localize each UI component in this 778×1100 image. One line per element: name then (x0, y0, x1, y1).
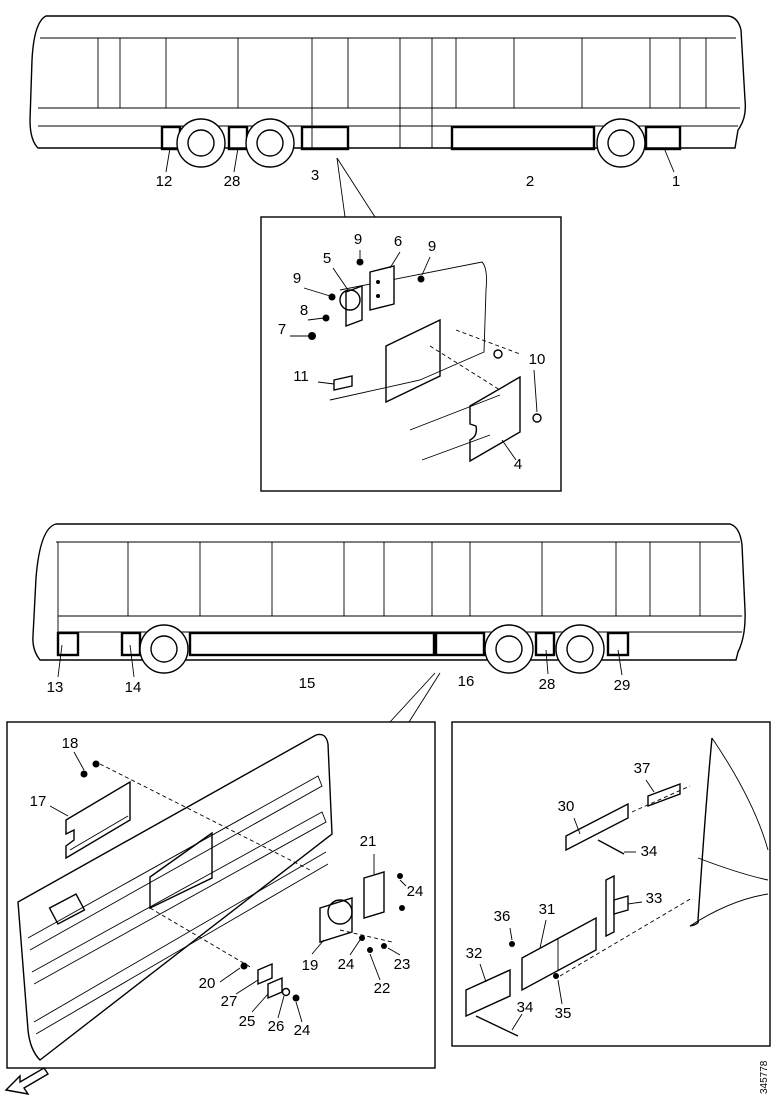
callout-c27: 27 (221, 993, 238, 1010)
callout-c28a: 28 (224, 173, 241, 190)
callout-c15: 15 (299, 675, 316, 692)
callout-c9b: 9 (428, 238, 436, 255)
document-number: 345778 (759, 1060, 770, 1094)
callout-c24b: 24 (338, 956, 355, 973)
callout-c18: 18 (62, 735, 79, 752)
callout-c30: 30 (558, 798, 575, 815)
callout-c35: 35 (555, 1005, 572, 1022)
bus-top-view (29, 15, 747, 173)
callout-c23: 23 (394, 956, 411, 973)
callout-c24a: 24 (407, 883, 424, 900)
callout-c2: 2 (526, 173, 534, 190)
callout-c33: 33 (646, 890, 663, 907)
callout-c24c: 24 (294, 1022, 311, 1039)
callout-c26: 26 (268, 1018, 285, 1035)
callout-c9a: 9 (354, 231, 362, 248)
callout-c32: 32 (466, 945, 483, 962)
callout-c16: 16 (458, 673, 475, 690)
callout-c21: 21 (360, 833, 377, 850)
callout-c37: 37 (634, 760, 651, 777)
callout-c8: 8 (300, 302, 308, 319)
callout-c29: 29 (614, 677, 631, 694)
callout-c22: 22 (374, 980, 391, 997)
callout-c20: 20 (199, 975, 216, 992)
detail-inset-1 (260, 157, 562, 492)
callout-c34b: 34 (517, 999, 534, 1016)
front-arrow-icon (4, 1067, 49, 1095)
callout-c19: 19 (302, 957, 319, 974)
callout-c5: 5 (323, 250, 331, 267)
callout-c1: 1 (672, 173, 680, 190)
callout-c3: 3 (311, 167, 319, 184)
callout-c14: 14 (125, 679, 142, 696)
callout-c34a: 34 (641, 843, 658, 860)
callout-c7: 7 (278, 321, 286, 338)
detail-inset-3 (451, 721, 771, 1047)
callout-c36: 36 (494, 908, 511, 925)
callout-c28b: 28 (539, 676, 556, 693)
callout-c6: 6 (394, 233, 402, 250)
callout-c17: 17 (30, 793, 47, 810)
callout-c9c: 9 (293, 270, 301, 287)
callout-c25: 25 (239, 1013, 256, 1030)
callout-c4: 4 (514, 456, 522, 473)
bus-bottom-view (32, 523, 746, 678)
callout-c10: 10 (529, 351, 546, 368)
callout-c13: 13 (47, 679, 64, 696)
callout-c31: 31 (539, 901, 556, 918)
callout-c11: 11 (293, 368, 309, 385)
detail-inset-2 (6, 672, 441, 1069)
callout-c12: 12 (156, 173, 173, 190)
